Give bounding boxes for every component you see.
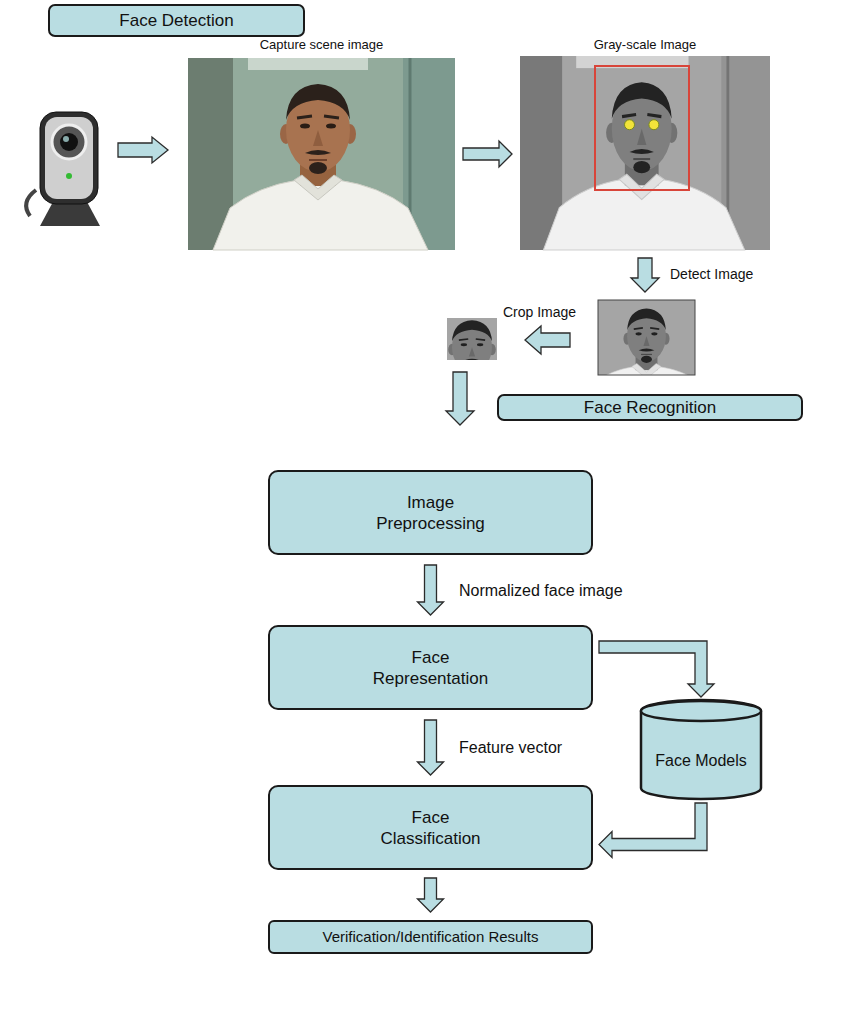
block-arrow: [525, 326, 570, 354]
cylinder-top: [641, 701, 761, 721]
block-arrow: [418, 878, 444, 912]
image-caption: Gray-scale Image: [520, 34, 770, 53]
box-label: Face Classification: [361, 807, 501, 849]
stage-title: Face Detection: [48, 4, 305, 37]
dashed-border: [10, 409, 849, 1026]
stage-title: Face Recognition: [497, 394, 803, 421]
process-box: Face Classification: [268, 785, 593, 870]
result-box: Verification/Identification Results: [268, 920, 593, 954]
block-arrow: [463, 141, 512, 167]
stage-region: Face DetectionCapture scene imageGray-sc…: [12, 20, 855, 385]
process-box: Image Preprocessing: [268, 470, 593, 555]
webcam-illustration: [26, 112, 100, 226]
eye-marker: [649, 120, 659, 130]
box-label: Face Representation: [361, 647, 501, 689]
block-arrow: [418, 565, 444, 615]
webcam-face: [45, 117, 93, 199]
step-label: Crop Image: [501, 304, 578, 321]
image-caption: Capture scene image: [188, 34, 455, 53]
image-panel: Gray-scale Image: [520, 34, 770, 250]
database-cylinder: Face Models: [640, 700, 762, 800]
block-arrow: [446, 372, 474, 425]
webcam-ring: [52, 125, 86, 159]
arrow-label: Normalized face image: [457, 581, 625, 600]
dashed-border: [14, 22, 854, 384]
face-box: [595, 66, 689, 190]
eye-marker: [625, 120, 635, 130]
webcam-body: [40, 112, 98, 204]
cylinder-body: [641, 700, 761, 799]
dashed-outline: [12, 20, 855, 385]
process-box: Face Representation: [268, 625, 593, 710]
block-arrow: [599, 641, 714, 697]
block-arrow: [631, 258, 659, 292]
scene-photo: [188, 58, 455, 250]
webcam-lens: [60, 133, 78, 151]
detected-frame: [598, 300, 695, 375]
webcam-cable: [26, 190, 36, 216]
box-label: Verification/Identification Results: [323, 928, 539, 946]
grayscale-photo: [520, 56, 770, 250]
step-label: Detect Image: [668, 266, 755, 283]
image-panel: Capture scene image: [188, 34, 455, 250]
block-arrow: [118, 137, 168, 163]
cylinder-outline: [640, 700, 762, 800]
detected-photo: [568, 293, 730, 409]
detected-face: [568, 293, 730, 409]
arrow-label: Feature vector: [457, 738, 564, 757]
block-arrow: [418, 720, 444, 775]
flow-arrows: [118, 137, 659, 425]
lens-glint: [63, 136, 69, 142]
block-arrow: [599, 803, 707, 858]
box-label: Image Preprocessing: [361, 492, 501, 534]
webcam-led: [66, 173, 72, 179]
stage-region: Face RecognitionImage PreprocessingFace …: [8, 407, 850, 1027]
box-label: Face Models: [655, 751, 747, 770]
